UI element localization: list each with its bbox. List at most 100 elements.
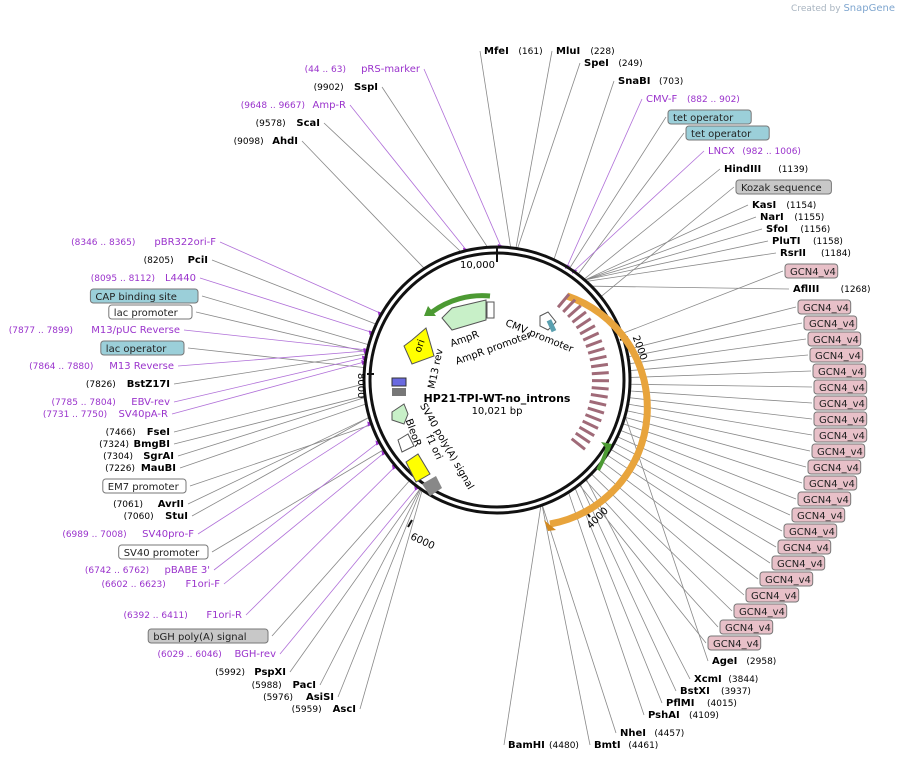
gcn4-repeat-mark xyxy=(582,419,599,430)
leader-lines xyxy=(171,50,813,746)
feature-box xyxy=(811,443,866,459)
backbone-inner-ring xyxy=(368,251,626,509)
site-position: (5959) xyxy=(292,705,322,715)
primer-name: M13/pUC Reverse xyxy=(91,325,180,336)
feature-box xyxy=(771,555,826,571)
leader-line xyxy=(187,417,369,505)
right-label-21: GCN4_v4 xyxy=(812,363,867,379)
site-position: (6602 .. 6623) xyxy=(102,580,166,590)
enzyme-name: StuI xyxy=(165,511,188,522)
feature-name: GCN4_v4 xyxy=(819,415,865,426)
feature-name: GCN4_v4 xyxy=(803,303,849,314)
right-label-16: AflIII(1268) xyxy=(793,284,871,295)
site-position: (7864 .. 7880) xyxy=(29,362,93,372)
plasmid-size: 10,021 bp xyxy=(472,406,523,417)
right-label-34: GCN4_v4 xyxy=(759,571,814,587)
gcn4-repeat-mark xyxy=(570,437,586,451)
primer-name: CMV-F xyxy=(646,94,677,105)
right-label-8: HindIII(1139) xyxy=(724,164,808,175)
feature-box xyxy=(813,379,868,395)
enzyme-name: BmgBI xyxy=(133,439,170,450)
feature-name: GCN4_v4 xyxy=(815,351,861,362)
tet-operator-marks xyxy=(546,319,557,333)
feature-name: GCN4_v4 xyxy=(797,511,843,522)
feature-name: EM7 promoter xyxy=(108,482,180,493)
feature-box xyxy=(803,315,858,331)
right-label-20: GCN4_v4 xyxy=(809,347,864,363)
site-position: (8205) xyxy=(144,256,174,266)
leader-line xyxy=(183,329,367,351)
bgh-polya-feature xyxy=(422,476,442,496)
primer-name: LNCX xyxy=(708,146,735,157)
feature-name: Kozak sequence xyxy=(741,183,822,194)
feature-name: GCN4_v4 xyxy=(819,383,865,394)
right-label-44: NheI(4457) xyxy=(620,728,684,739)
feature-name: GCN4_v4 xyxy=(809,319,855,330)
feature-box xyxy=(685,125,770,141)
site-position: (1268) xyxy=(841,285,871,295)
gcn4-repeat-mark xyxy=(562,298,577,313)
leader-line xyxy=(337,490,422,698)
leader-line xyxy=(585,216,757,281)
site-position: (9648 .. 9667) xyxy=(241,101,305,111)
site-position: (703) xyxy=(659,77,683,87)
feature-box xyxy=(807,459,862,475)
feature-box xyxy=(759,571,814,587)
leader-line xyxy=(301,140,424,269)
feature-name: GCN4_v4 xyxy=(803,495,849,506)
feature-name: tet operator xyxy=(691,129,752,140)
left-label-28: bGH poly(A) signal xyxy=(147,628,269,644)
leader-line xyxy=(625,417,807,468)
ampr-outer-arrowhead xyxy=(424,306,436,316)
feature-name: lac promoter xyxy=(114,308,179,319)
leader-line xyxy=(585,240,769,281)
right-label-2: SpeI(249) xyxy=(584,58,643,69)
leader-line xyxy=(567,98,643,267)
feature-name: GCN4_v4 xyxy=(819,431,865,442)
enzyme-name: SfoI xyxy=(766,224,788,235)
leader-line xyxy=(187,347,364,368)
leader-line xyxy=(541,506,591,746)
left-label-2: Amp-R(9648 .. 9667) xyxy=(241,100,346,111)
left-label-30: PspXI(5992) xyxy=(215,667,286,678)
leader-line xyxy=(618,436,791,516)
left-label-24: SV40 promoter xyxy=(118,544,209,560)
right-label-37: GCN4_v4 xyxy=(719,619,774,635)
lac-operator-feature xyxy=(391,377,407,387)
right-label-10: KasI(1154) xyxy=(752,200,816,211)
left-label-18: SgrAI(7304) xyxy=(103,451,174,462)
leader-line xyxy=(479,50,511,247)
leader-line xyxy=(191,417,369,517)
right-label-41: BstXI(3937) xyxy=(680,686,751,697)
left-label-21: AvrII(7061) xyxy=(113,499,184,510)
leader-line xyxy=(323,122,461,252)
feature-box xyxy=(735,179,832,195)
right-label-25: GCN4_v4 xyxy=(813,427,868,443)
site-position: (7731 .. 7750) xyxy=(43,410,107,420)
site-position: (1158) xyxy=(813,237,843,247)
right-label-19: GCN4_v4 xyxy=(807,331,862,347)
right-label-0: MfeI(161) xyxy=(484,46,543,57)
feature-name: SV40 promoter xyxy=(124,548,200,559)
feature-box xyxy=(797,299,852,315)
site-position: (5988) xyxy=(252,681,282,691)
right-label-35: GCN4_v4 xyxy=(745,587,800,603)
left-label-7: L4440(8095 .. 8112) xyxy=(91,273,196,284)
feature-name: GCN4_v4 xyxy=(713,639,759,650)
right-label-45: BmtI(4461) xyxy=(594,740,658,751)
left-label-4: AhdI(9098) xyxy=(234,136,298,147)
site-position: (5992) xyxy=(215,668,245,678)
left-label-20: EM7 promoter xyxy=(102,478,187,494)
feature-name: GCN4_v4 xyxy=(817,447,863,458)
leader-line xyxy=(423,68,502,247)
right-label-29: GCN4_v4 xyxy=(797,491,852,507)
feature-name: tet operator xyxy=(673,113,734,124)
leader-line xyxy=(177,350,367,367)
left-label-0: pRS-marker(44 .. 63) xyxy=(305,64,421,75)
feature-box xyxy=(791,507,846,523)
site-position: (5976) xyxy=(263,693,293,703)
right-label-26: GCN4_v4 xyxy=(811,443,866,459)
gcn4-repeat-mark xyxy=(584,413,602,423)
leader-line xyxy=(542,505,617,734)
primer-name: pRS-marker xyxy=(361,64,421,75)
